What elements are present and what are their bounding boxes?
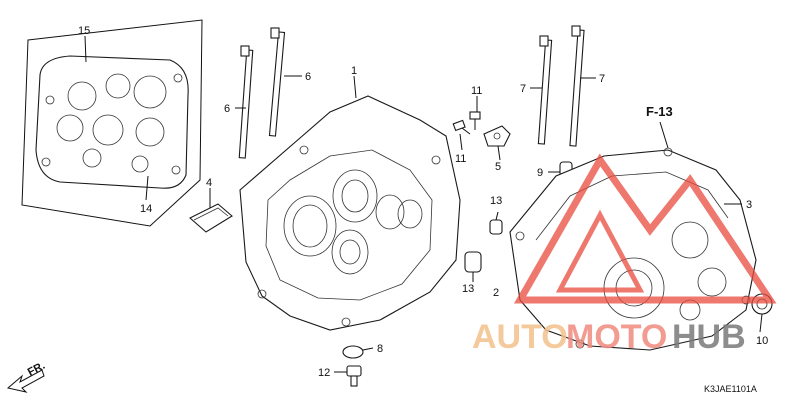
leader-lines: [84, 35, 763, 373]
oil-seal-8: [342, 345, 364, 359]
callout-11-b: 11: [455, 153, 466, 165]
left-crankcase: [239, 95, 461, 331]
drain-bolt-12: [346, 365, 362, 387]
callout-2: 2: [493, 287, 499, 299]
callout-5: 5: [495, 161, 501, 173]
stud-bolts-right: [537, 25, 585, 177]
callout-3: 3: [746, 199, 752, 211]
watermark-part3: HUB: [672, 318, 746, 356]
callout-8: 8: [377, 343, 383, 355]
reference-f13: F-13: [646, 104, 673, 119]
stud-bolts-left: [238, 27, 286, 159]
callout-6-b: 6: [305, 71, 311, 83]
callout-15: 15: [78, 25, 90, 37]
front-direction-arrow: FR.: [6, 360, 47, 393]
callout-14: 14: [140, 203, 152, 215]
callout-1: 1: [351, 65, 357, 77]
dowel-pins: [464, 219, 503, 273]
callout-9: 9: [537, 167, 543, 179]
bolts-11: [452, 111, 481, 135]
watermark-part2: MOTO: [566, 318, 667, 356]
callout-4: 4: [206, 177, 212, 189]
callout-7-b: 7: [599, 73, 605, 85]
watermark-part1: AUTO: [472, 318, 568, 356]
callout-13-b: 13: [462, 283, 474, 295]
gasket-panel: [21, 19, 203, 227]
bracket-5: [483, 125, 511, 147]
drawing-code: K3JAE1101A: [704, 384, 757, 394]
callout-12: 12: [318, 367, 330, 379]
callout-6-a: 6: [224, 103, 230, 115]
callout-11-a: 11: [471, 85, 482, 97]
watermark: AUTO MOTO HUB: [472, 153, 777, 356]
callout-7-a: 7: [520, 83, 526, 95]
callout-13-a: 13: [490, 195, 502, 207]
callout-10: 10: [756, 335, 768, 347]
gasket-pad-part: [189, 203, 233, 233]
